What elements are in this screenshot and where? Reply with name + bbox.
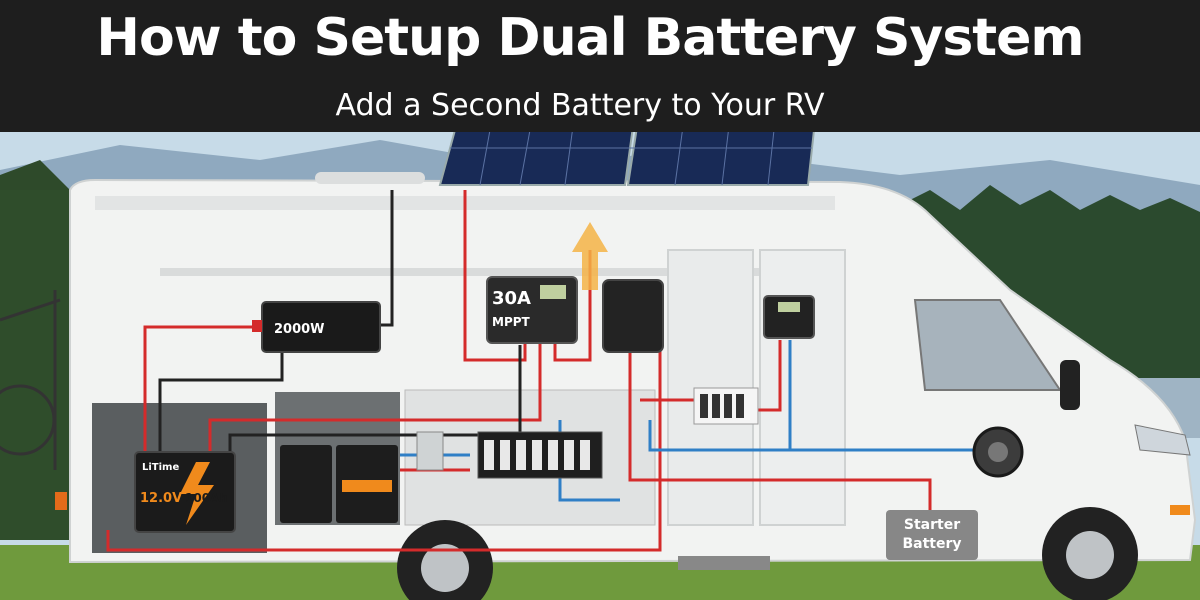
rv-door-2 (759, 249, 846, 526)
battery-voltage-label: 12.0V (140, 491, 182, 506)
wheel-rear (397, 520, 493, 600)
agm-battery-icon (280, 445, 398, 523)
starter-line-2: Battery (902, 536, 962, 552)
up-arrow-icon (572, 222, 608, 290)
monitor-icon (763, 295, 815, 339)
battery-capacity-label: 100Ah (185, 491, 228, 505)
wheel-front (1042, 507, 1138, 600)
page-subtitle: Add a Second Battery to Your RV (335, 88, 825, 123)
battery-brand-label: LiTime (142, 462, 179, 473)
bike-rack (0, 290, 61, 470)
starter-line-1: Starter (903, 517, 961, 533)
switch-icon (416, 431, 444, 471)
battery-icon (134, 451, 236, 533)
wiring (106, 190, 975, 552)
charge-controller-icon (486, 276, 578, 344)
fuse-block-icon (477, 431, 603, 479)
controller-amps-label: 30A (492, 288, 531, 309)
breaker-box-icon (693, 387, 759, 425)
title-banner (0, 0, 1200, 132)
step (678, 556, 770, 570)
page-title: How to Setup Dual Battery System (96, 8, 1084, 68)
starter-battery-label: Starter Battery (886, 510, 978, 560)
dc-dc-charger-icon (602, 279, 664, 353)
inverter-icon (252, 301, 381, 353)
controller-type-label: MPPT (492, 315, 531, 329)
alternator-icon (972, 426, 1024, 478)
roof-vent (315, 172, 425, 184)
inverter-label: 2000W (274, 322, 325, 337)
